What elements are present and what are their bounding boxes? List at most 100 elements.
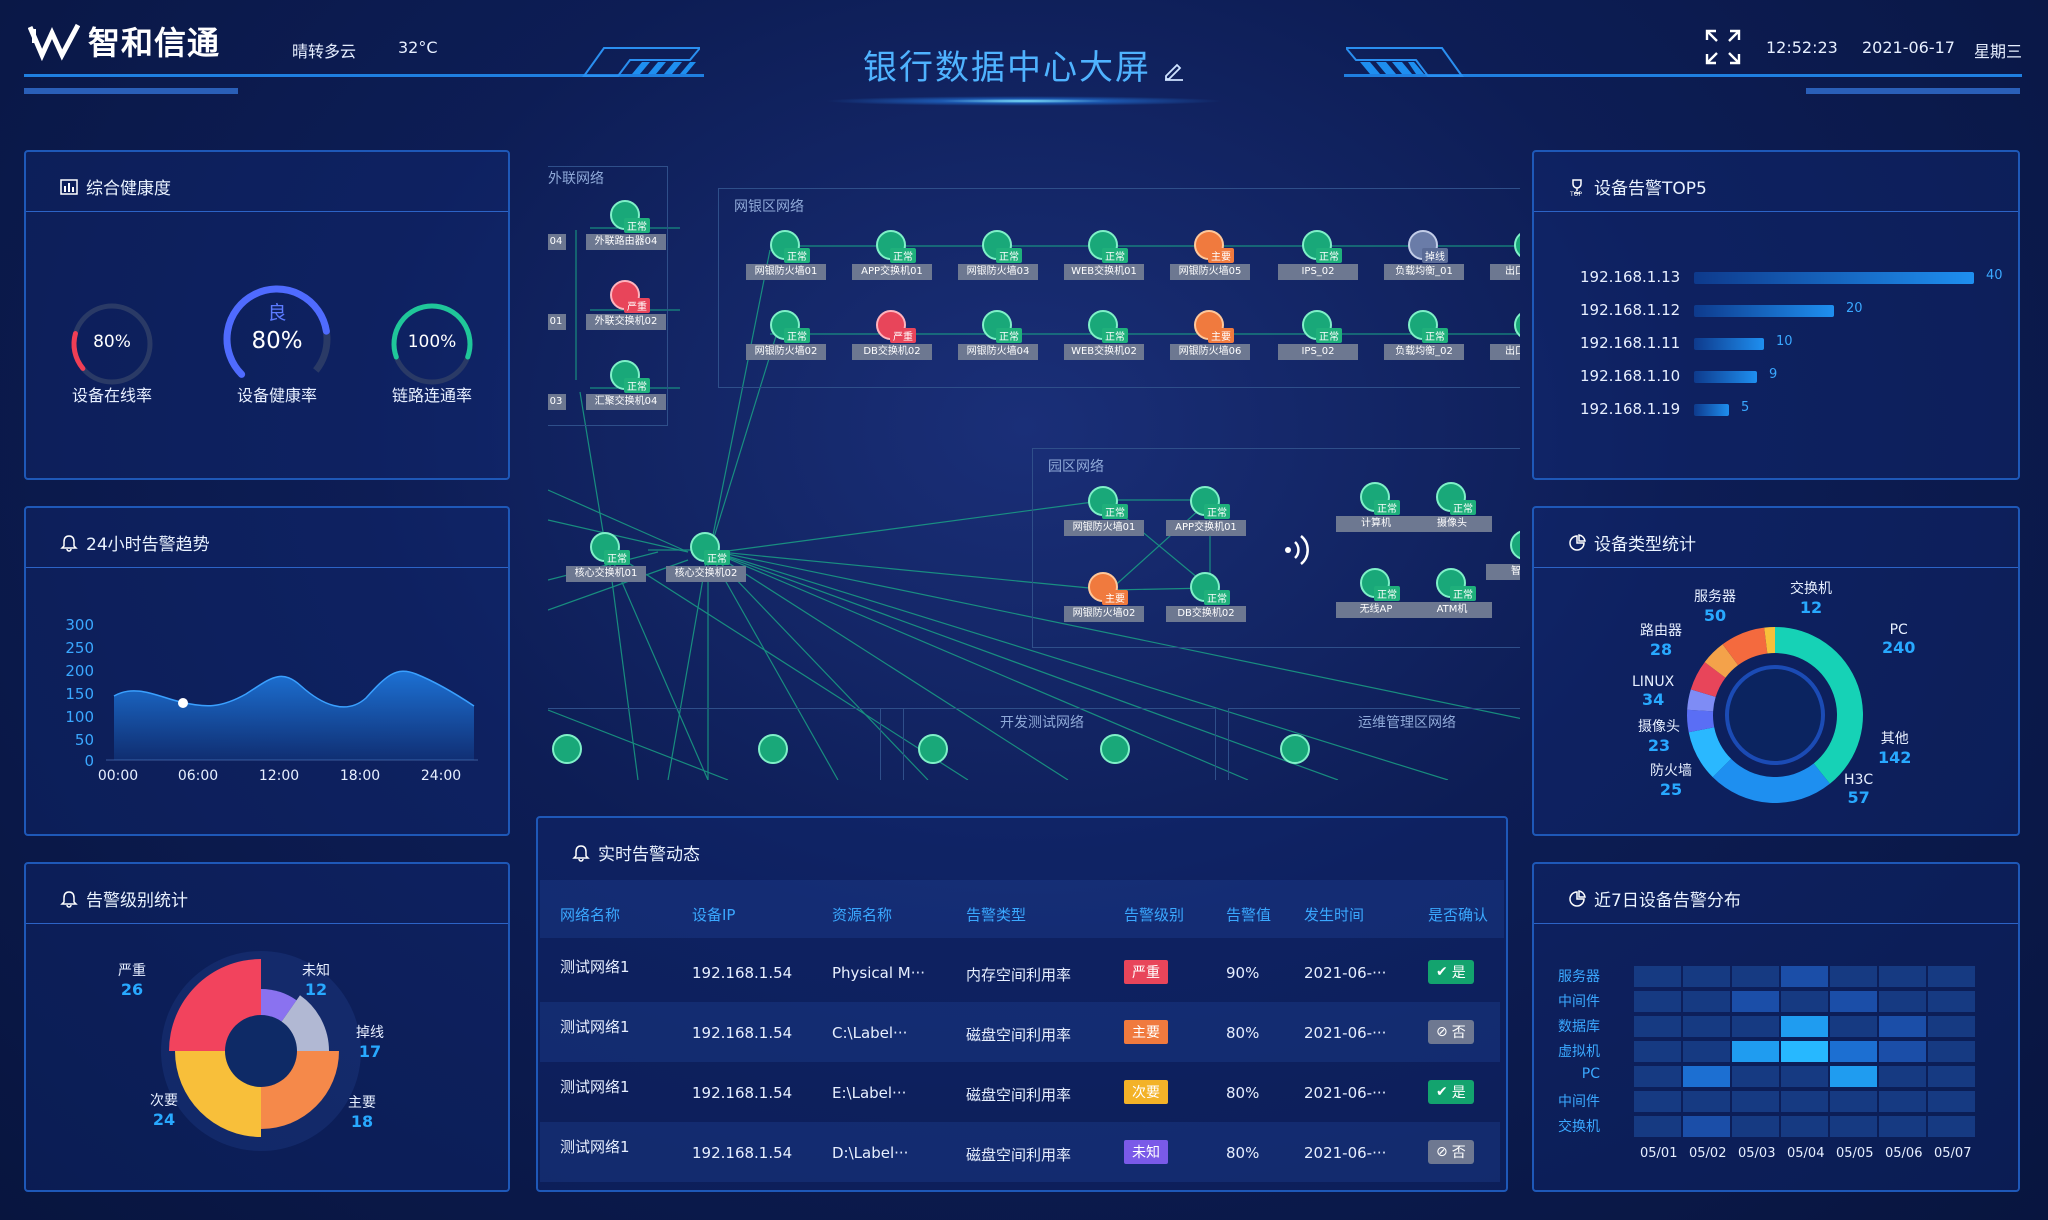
heatmap-x-label: 05/07 (1934, 1146, 1972, 1161)
network-device[interactable]: 正常出口路由器 (1482, 230, 1520, 290)
trend-y-ticks: 300 250 200 150 100 50 0 (65, 616, 94, 770)
level-legend-value: 17 (358, 1042, 382, 1061)
device-status-badge: 正常 (784, 328, 810, 343)
external-device-partial: 01 (548, 280, 602, 340)
type-legend-value: 50 (1703, 606, 1727, 625)
fullscreen-icon[interactable] (1704, 28, 1742, 66)
network-device[interactable]: 主要网银防火墙06 (1162, 310, 1258, 370)
network-device[interactable]: 正常网银防火墙01 (1056, 486, 1152, 546)
type-legend-value: 57 (1847, 788, 1870, 807)
level-legend-value: 26 (120, 980, 144, 999)
device-name: 外联交换机02 (586, 314, 666, 330)
device-status-badge: 正常 (1102, 504, 1128, 519)
network-device[interactable]: 正常出口路由器 (1482, 310, 1520, 370)
type-legend-name: LINUX (1632, 674, 1675, 690)
edit-title-icon[interactable] (1163, 59, 1185, 81)
network-device[interactable]: 正常核心交换机02 (658, 532, 754, 592)
device-name: DB交换机02 (1166, 606, 1246, 622)
type-legend-value: 142 (1878, 748, 1912, 767)
network-device[interactable]: 正常外联路由器04 (578, 200, 674, 260)
device-name: 汇聚交换机04 (586, 394, 666, 410)
alert-confirm-button[interactable]: ✔是 (1428, 960, 1474, 984)
external-network-label: 外联网络 (548, 171, 604, 187)
device-status-badge: 正常 (604, 550, 630, 565)
external-device-partial: 04 (548, 200, 602, 260)
network-device[interactable] (886, 734, 982, 780)
alert-confirm-button[interactable]: ✔是 (1428, 1080, 1474, 1104)
device-status-badge: 正常 (624, 218, 650, 233)
device-type-segment (1704, 644, 1739, 678)
park-network-label: 园区网络 (1048, 459, 1104, 475)
level-legend-name: 主要 (348, 1095, 376, 1111)
external-network-box (548, 166, 668, 426)
check-icon: ✔ (1436, 1084, 1448, 1100)
device-health-grade: 良 (267, 302, 287, 324)
link-rate-label: 链路连通率 (391, 386, 472, 405)
alert-confirm-label: 否 (1451, 1145, 1466, 1161)
network-device[interactable]: 正常无线AP (1328, 568, 1424, 628)
level-rose-chart (161, 951, 361, 1151)
alert-confirm-button[interactable]: ⊘否 (1428, 1020, 1474, 1044)
network-device[interactable]: 正常摄像头 (1404, 482, 1500, 542)
devtest-network-box (880, 708, 1216, 780)
ops-network-box (1228, 708, 1520, 780)
heatmap-cell (1732, 1091, 1779, 1112)
network-device[interactable]: 正常网银防火墙03 (950, 230, 1046, 290)
network-device[interactable] (726, 734, 822, 780)
trend-panel: 24小时告警趋势 300 250 200 150 100 50 0 00:00 … (24, 506, 510, 836)
alerts-col-net: 网络名称 (560, 906, 621, 924)
network-device[interactable]: 正常网银防火墙02 (738, 310, 834, 370)
device-status-badge: 正常 (1316, 248, 1342, 263)
alert-confirm-button[interactable]: ⊘否 (1428, 1140, 1474, 1164)
alert-cell-net: 测试网络1 (560, 958, 630, 976)
device-icon (1514, 230, 1520, 260)
network-device[interactable]: 正常汇聚交换机04 (578, 360, 674, 420)
heatmap-cell (1928, 991, 1975, 1012)
network-device[interactable] (548, 734, 616, 780)
network-device[interactable]: 严重外联交换机02 (578, 280, 674, 340)
trend-y-tick: 0 (84, 752, 94, 770)
trend-x-ticks: 00:00 06:00 12:00 18:00 24:00 (98, 768, 461, 784)
heatmap-cell (1781, 1091, 1828, 1112)
heatmap-cell (1634, 966, 1681, 987)
device-name: DB交换机02 (852, 344, 932, 360)
heatmap-cell (1634, 1116, 1681, 1137)
network-device[interactable]: 掉线负载均衡_01 (1376, 230, 1472, 290)
header-stripes-left (582, 47, 700, 77)
alert-cell-ip: 192.168.1.54 (692, 964, 793, 982)
network-device[interactable]: 正常网银防火墙01 (738, 230, 834, 290)
alert-cell-val: 80% (1226, 1084, 1260, 1102)
network-device[interactable]: 正常负载均衡_02 (1376, 310, 1472, 370)
network-device[interactable]: 正常计算机 (1328, 482, 1424, 542)
device-name: 出口路由器 (1490, 344, 1520, 360)
network-device[interactable] (1068, 734, 1164, 780)
network-device[interactable]: 主要网银防火墙05 (1162, 230, 1258, 290)
type-legend-value: 34 (1641, 690, 1665, 709)
level-legend-name: 次要 (150, 1093, 178, 1109)
device-name: 网银防火墙01 (746, 264, 826, 280)
network-device[interactable] (1248, 734, 1344, 780)
network-device[interactable]: 主要网银防火墙02 (1056, 572, 1152, 632)
heatmap-cell (1781, 966, 1828, 987)
network-device[interactable]: 正常核心交换机01 (558, 532, 654, 592)
network-device[interactable]: 正常智能话 (1478, 530, 1520, 590)
network-device[interactable]: 正常网银防火墙04 (950, 310, 1046, 370)
